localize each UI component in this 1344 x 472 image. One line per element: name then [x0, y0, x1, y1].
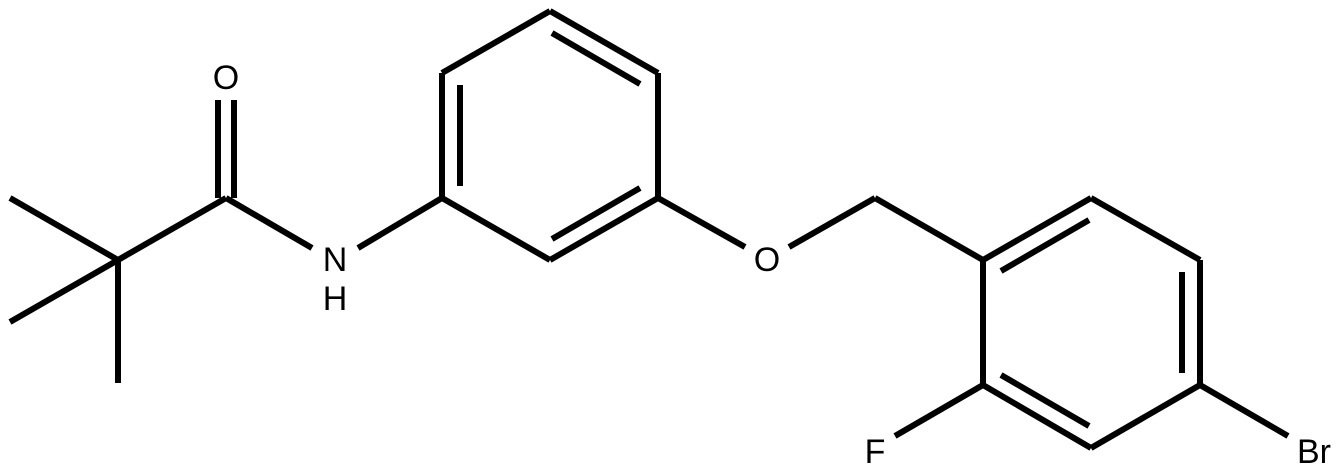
bond-methyl-lower	[8, 257, 120, 325]
bond-tbutyl-carbonyl	[116, 195, 228, 263]
ring1-bond-6	[440, 195, 552, 263]
amide-to-ring-bonds	[356, 195, 444, 251]
bond-ring-fluorine	[893, 382, 985, 439]
ether-linker	[656, 195, 985, 263]
bromine-label: Br	[1297, 433, 1331, 471]
ring1-bond-2	[440, 8, 552, 76]
ring1-inner-bond-3	[550, 185, 642, 242]
ring1-bond-3	[548, 8, 660, 76]
bond-nitrogen-ring	[356, 195, 444, 251]
fluorine-label: F	[865, 433, 886, 471]
bond-methylene-ring	[873, 195, 985, 263]
atom-labels: O N H O F Br	[213, 59, 1331, 471]
ether-oxygen-label: O	[754, 241, 780, 279]
ring2-bond-4	[1089, 382, 1202, 451]
amide-hydrogen-label: H	[323, 280, 348, 318]
bond-oxygen-methylene	[787, 195, 877, 250]
central-benzene-ring	[439, 8, 661, 263]
bond-ring-bromine	[1198, 382, 1290, 439]
ring2-bond-5	[981, 382, 1093, 451]
pivaloyl-group	[8, 100, 314, 383]
ring2-inner-bond-1	[999, 217, 1091, 274]
amide-nitrogen-label: N	[323, 241, 348, 279]
carbonyl-oxygen-label: O	[213, 59, 239, 97]
ring2-bond-1	[981, 195, 1093, 263]
ring2-inner-bond-3	[999, 372, 1091, 429]
ring2-bond-2	[1089, 195, 1202, 263]
bond-ring-oxygen	[656, 195, 747, 250]
halophenyl-ring	[893, 195, 1290, 451]
bond-methyl-upper	[8, 195, 120, 263]
bond-carbonyl-nitrogen	[224, 195, 314, 251]
ring1-bond-5	[548, 195, 660, 263]
ring1-inner-bond-2	[550, 30, 642, 87]
